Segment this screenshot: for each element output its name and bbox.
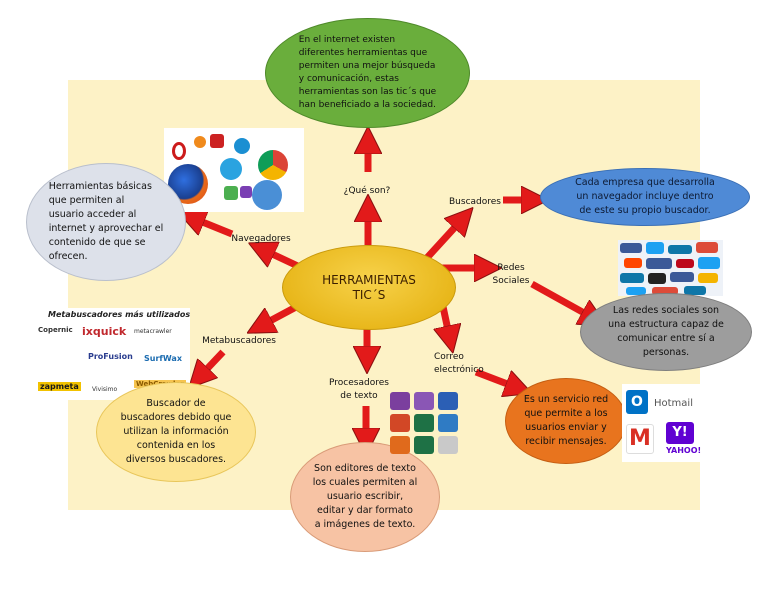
procesadores-text: Son editores de texto los cuales permite… (312, 463, 418, 530)
que-son-text: En el internet existen diferentes herram… (298, 35, 437, 110)
procesadores-bubble: Son editores de texto los cuales permite… (290, 442, 440, 552)
office-icon (414, 414, 434, 432)
social-tile (684, 286, 706, 295)
logo-vivisimo: Vivisimo (92, 386, 118, 393)
chrome-icon (258, 150, 288, 180)
arrow-to-metabuscadores (268, 303, 298, 322)
que-son-label: ¿Qué son? (343, 186, 391, 196)
social-tile (646, 242, 664, 254)
navegadores-text: Herramientas básicas que permiten al usu… (48, 181, 164, 262)
center-title: HERRAMIENTAS TIC´S (322, 272, 416, 302)
office-icon (390, 392, 410, 410)
social-tile (652, 287, 678, 295)
metabuscadores-label: Metabuscadores (202, 336, 276, 346)
correo-text: Es un servicio red que permite a los usu… (523, 394, 609, 447)
office-icon (438, 392, 458, 410)
arrow-to-buscadores (422, 225, 457, 263)
center-node: HERRAMIENTAS TIC´S (282, 245, 456, 330)
social-tile (626, 287, 646, 295)
social-tile (620, 243, 642, 253)
logo-surfwax: SurfWax (144, 354, 182, 363)
safari-icon (220, 158, 242, 180)
redes-bubble: Las redes sociales son una estructura ca… (580, 293, 752, 371)
arrow-correo-bubble (474, 368, 510, 385)
buscadores-bubble: Cada empresa que desarrolla un navegador… (540, 168, 750, 226)
social-tile (648, 273, 666, 284)
redes-label: Redes Sociales (492, 263, 530, 286)
browser-icon (224, 186, 238, 200)
social-tile (670, 272, 694, 282)
correo-bubble: Es un servicio red que permite a los usu… (505, 378, 627, 464)
outlook-icon: O (626, 390, 648, 414)
logo-copernic: Copernic (38, 326, 73, 334)
office-icon (414, 436, 434, 454)
metabuscadores-text: Buscador de buscadores debido que utiliz… (120, 398, 232, 465)
office-icon (438, 436, 458, 454)
logo-zapmeta: zapmeta (38, 382, 81, 391)
metabuscadores-image: Metabuscadores más utilizados Copernic i… (34, 308, 190, 400)
arrow-redes-bubble (530, 280, 586, 314)
browser-icon (194, 136, 206, 148)
hotmail-logo: Hotmail (654, 398, 693, 409)
buscadores-text: Cada empresa que desarrolla un navegador… (575, 177, 715, 216)
social-tile (624, 258, 642, 268)
meta-heading: Metabuscadores más utilizados (48, 310, 190, 319)
office-icon (438, 414, 458, 432)
logo-profusion: ProFusion (88, 352, 133, 361)
arrow-navegadores-bubble (200, 221, 234, 238)
office-icon (414, 392, 434, 410)
logo-metacrawler: metacrawler (134, 328, 172, 335)
social-tile (696, 242, 718, 253)
navegadores-bubble: Herramientas básicas que permiten al usu… (26, 163, 186, 281)
office-icons (388, 390, 462, 458)
browser-icon (240, 186, 252, 198)
arrow-metabuscadores-bubble (205, 349, 226, 371)
que-son-bubble: En el internet existen diferentes herram… (265, 18, 470, 128)
browser-icon (210, 134, 224, 148)
logo-ixquick: ixquick (82, 325, 127, 338)
buscadores-label: Buscadores (449, 197, 501, 207)
social-tile (698, 273, 718, 283)
social-tile (620, 273, 644, 283)
yahoo-icon: Y! (666, 422, 694, 444)
correo-label: Correo electrónico (434, 352, 484, 375)
social-tile (668, 245, 692, 254)
social-tile (698, 257, 720, 269)
office-icon (390, 436, 410, 454)
office-icon (390, 414, 410, 432)
social-media-collage (618, 240, 723, 296)
metabuscadores-bubble: Buscador de buscadores debido que utiliz… (96, 382, 256, 482)
yahoo-logo: YAHOO! (666, 446, 702, 455)
redes-text: Las redes sociales son una estructura ca… (608, 305, 724, 358)
social-tile (646, 258, 672, 269)
navegadores-label: Navegadores (231, 234, 291, 244)
email-logos: O Hotmail M Y! YAHOO! (622, 384, 712, 462)
gmail-icon: M (626, 424, 654, 454)
opera-icon (172, 142, 186, 160)
browsers-image (164, 128, 304, 212)
procesadores-label: Procesadores de texto (329, 378, 389, 401)
chromium-icon (252, 180, 282, 210)
ie-icon (234, 138, 250, 154)
social-tile (676, 259, 694, 268)
